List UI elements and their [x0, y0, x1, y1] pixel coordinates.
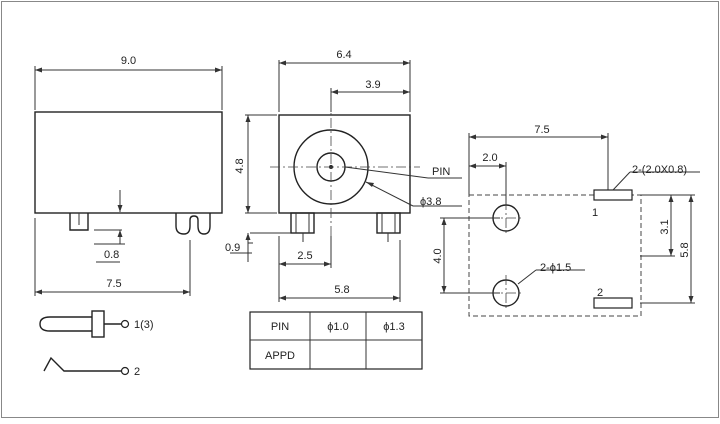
- dim-pcb-height: 5.8: [679, 242, 691, 257]
- dim-pcb-hole-x: 2.0: [482, 152, 497, 164]
- label-schematic-1: 1(3): [134, 319, 154, 331]
- side-pin-right: [175, 213, 211, 235]
- dim-left-width: 9.0: [121, 55, 136, 67]
- pin-table: PIN ϕ1.0 ϕ1.3 APPD: [249, 311, 423, 370]
- dim-front-half: 3.9: [365, 79, 380, 91]
- terminal-1: [120, 319, 130, 329]
- label-schematic-2: 2: [134, 366, 140, 378]
- label-pad-1: 1: [592, 207, 598, 219]
- dim-pcb-hole-pitch: 4.0: [432, 248, 444, 263]
- label-pin: PIN: [432, 166, 450, 178]
- table-cell-r1c0: APPD: [265, 350, 295, 362]
- label-diameter-3-8: ϕ3.8: [420, 196, 441, 208]
- label-pad-size: 2-(2.0X0.8): [632, 164, 687, 176]
- side-view: 9.0 0.8 7.5: [34, 55, 223, 296]
- spring-contact: [43, 356, 121, 372]
- plug-collar: [91, 310, 105, 338]
- dim-pin-offset: 0.8: [104, 249, 119, 261]
- side-pin-left: [69, 213, 89, 231]
- pcb-layout: 7.5 2.0 1 2 2-(2.0X0.8) 2-ϕ1.5: [432, 124, 700, 317]
- pcb-pad-1: [593, 189, 633, 201]
- table-cell-r0c0: PIN: [271, 321, 289, 333]
- side-body: [34, 111, 223, 214]
- dim-front-pin-height: 0.9: [225, 242, 240, 254]
- dim-front-height: 4.8: [234, 158, 246, 173]
- plug-body: [39, 316, 92, 332]
- front-body: [278, 114, 411, 214]
- dim-front-width: 6.4: [336, 49, 351, 61]
- dim-front-base: 5.8: [334, 284, 349, 296]
- table-cell-r0c1: ϕ1.0: [327, 321, 348, 333]
- label-hole-size: 2-ϕ1.5: [540, 262, 571, 274]
- front-pin-left: [290, 212, 315, 234]
- pcb-pad-2: [593, 297, 633, 309]
- dim-pcb-width: 7.5: [534, 124, 549, 136]
- front-view: 6.4 3.9 4.8: [225, 49, 462, 302]
- schematic-symbol: 1(3) 2: [39, 310, 154, 378]
- front-pin-right: [376, 212, 401, 234]
- table-cell-r0c2: ϕ1.3: [383, 321, 404, 333]
- dim-left-lower-width: 7.5: [106, 278, 121, 290]
- terminal-2: [120, 366, 130, 376]
- dim-pcb-pad-offset: 3.1: [659, 219, 671, 234]
- label-pad-2: 2: [597, 287, 603, 299]
- dim-front-pin-pitch: 2.5: [297, 250, 312, 262]
